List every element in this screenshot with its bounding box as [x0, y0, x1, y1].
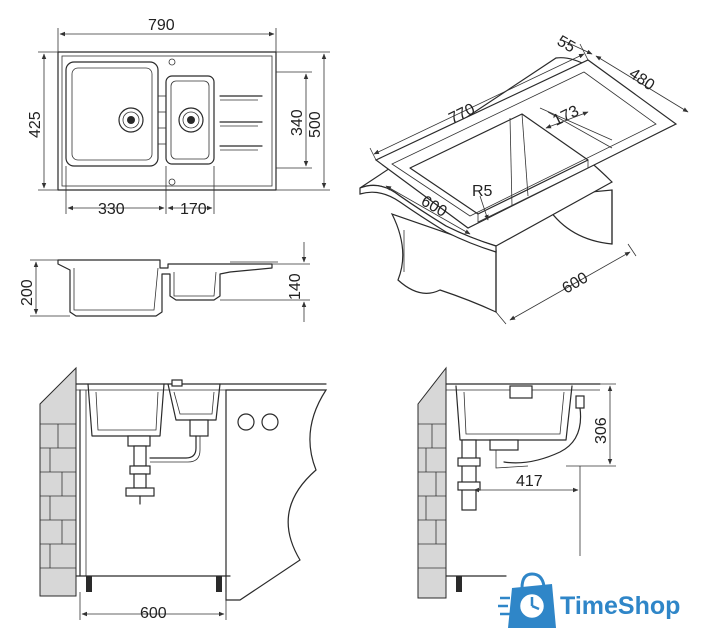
drain-icon [178, 107, 204, 133]
top-view: 790 425 340 500 330 170 [27, 17, 330, 218]
dim-425: 425 [27, 111, 44, 138]
dim-340: 340 [289, 109, 306, 136]
dim-200: 200 [19, 279, 36, 306]
dim-500: 500 [307, 111, 324, 138]
drain-grooves [158, 95, 263, 151]
dim-170: 170 [180, 201, 207, 218]
install-front-view: 600 [39, 366, 328, 622]
dim-140: 140 [287, 273, 304, 300]
brand-logo: TimeShop [498, 572, 680, 628]
dim-r5: R5 [472, 183, 493, 200]
shopping-bag-clock-icon [498, 572, 556, 628]
dim-55: 55 [554, 33, 578, 57]
dim-480: 480 [626, 65, 658, 94]
brand-name: TimeShop [560, 592, 680, 620]
install-side-view: 306 417 [417, 366, 616, 599]
dim-306: 306 [593, 417, 610, 444]
dim-417: 417 [516, 473, 543, 490]
iso-view: 770 55 480 173 R5 600 600 [359, 33, 689, 325]
dim-330: 330 [98, 201, 125, 218]
drain-icon [118, 107, 144, 133]
dim-600-front: 600 [140, 605, 167, 622]
siphon-icon [125, 419, 209, 505]
dim-600-iso-side: 600 [560, 269, 592, 297]
dim-790: 790 [148, 17, 175, 34]
side-section: 200 140 [19, 242, 310, 322]
